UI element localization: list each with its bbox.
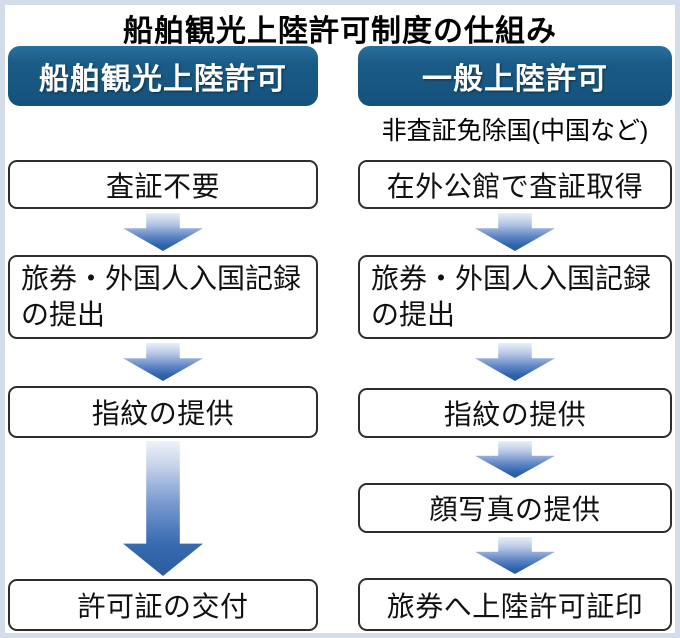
column-ship-tourism-permit: 船舶観光上陸許可 査証不要 旅券・外国人入国記録 の提出 指紋の提供 許可証の交… (8, 5, 318, 633)
down-arrow-icon (475, 213, 555, 251)
left-step-fingerprint: 指紋の提供 (8, 386, 318, 438)
down-arrow-icon (475, 343, 555, 381)
left-step-visa-not-required: 査証不要 (8, 160, 318, 209)
right-step-visa-at-embassy: 在外公館で査証取得 (358, 160, 672, 209)
down-arrow-icon (123, 213, 203, 251)
right-step-photo: 顔写真の提供 (358, 483, 672, 533)
left-step-passport-documents: 旅券・外国人入国記録 の提出 (8, 255, 318, 339)
diagram-title: 船舶観光上陸許可制度の仕組み (123, 15, 557, 48)
down-arrow-icon (475, 537, 555, 574)
right-column-caption: 非査証免除国(中国など) (381, 117, 649, 145)
long-down-arrow-icon (123, 441, 203, 576)
left-step-permit-issued: 許可証の交付 (8, 579, 318, 631)
right-column-header: 一般上陸許可 (358, 46, 672, 106)
right-step-passport-documents: 旅券・外国人入国記録 の提出 (358, 255, 672, 339)
right-step-permit-stamp: 旅券へ上陸許可証印 (358, 578, 672, 631)
left-column-header: 船舶観光上陸許可 (8, 46, 318, 106)
right-step-fingerprint: 指紋の提供 (358, 388, 672, 438)
column-general-landing-permit: 一般上陸許可 非査証免除国(中国など) 在外公館で査証取得 旅券・外国人入国記録… (358, 5, 672, 633)
down-arrow-icon (123, 343, 203, 381)
down-arrow-icon (475, 441, 555, 478)
